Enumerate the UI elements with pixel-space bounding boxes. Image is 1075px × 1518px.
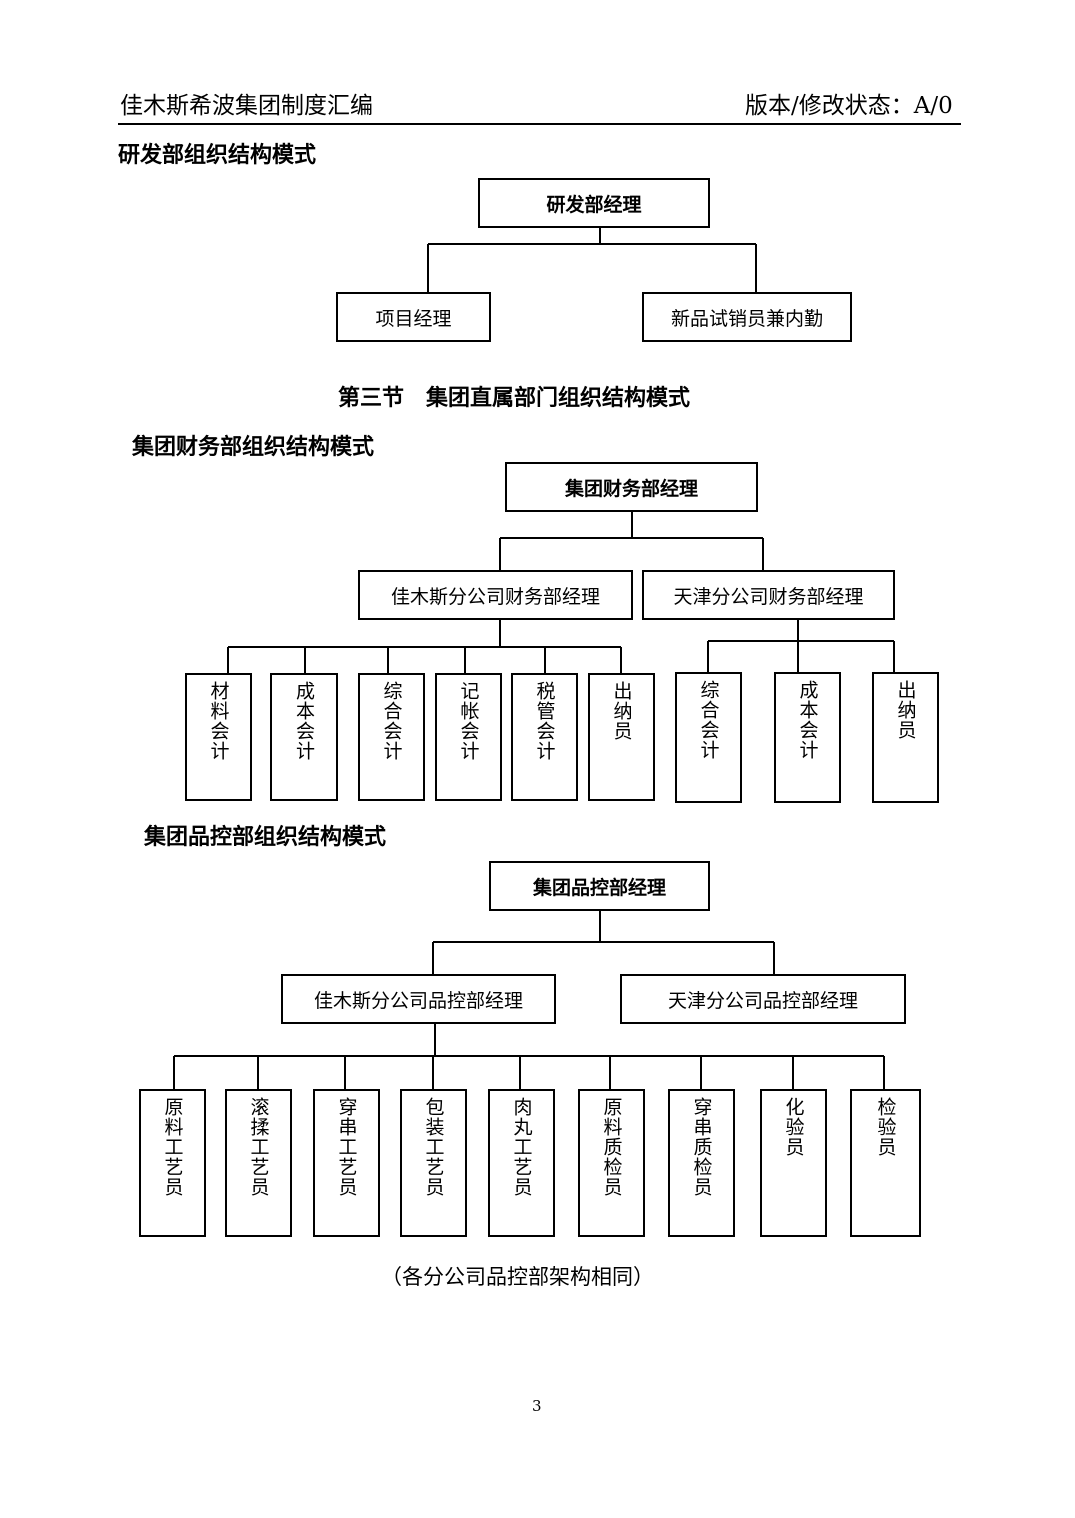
qc-staff-box: 检验员 (850, 1089, 921, 1237)
finance-tj-staff-box: 综合会计 (675, 672, 742, 803)
qc-staff-box: 穿串质检员 (668, 1089, 735, 1237)
finance-jms-staff-box: 税管会计 (511, 673, 578, 801)
rd-manager-box: 研发部经理 (478, 178, 710, 228)
finance-manager-box: 集团财务部经理 (505, 462, 758, 512)
staff-label: 综合会计 (697, 680, 720, 760)
staff-label: 滚揉工艺员 (247, 1097, 270, 1197)
finance-jms-staff-box: 材料会计 (185, 673, 252, 801)
staff-label: 材料会计 (207, 681, 230, 761)
staff-label: 成本会计 (293, 681, 315, 761)
doc-header-version: 版本/修改状态：A/0 (745, 93, 953, 119)
staff-label: 肉丸工艺员 (510, 1097, 533, 1197)
section-title: 第三节 集团直属部门组织结构模式 (338, 386, 691, 411)
finance-jms-manager-box: 佳木斯分公司财务部经理 (358, 570, 633, 620)
finance-heading: 集团财务部组织结构模式 (132, 435, 375, 460)
staff-label: 记帐会计 (457, 681, 480, 761)
qc-jms-manager-box: 佳木斯分公司品控部经理 (281, 974, 556, 1024)
qc-staff-box: 滚揉工艺员 (225, 1089, 292, 1237)
staff-label: 税管会计 (533, 681, 556, 761)
finance-jms-staff-box: 记帐会计 (435, 673, 502, 801)
staff-label: 穿串质检员 (690, 1097, 713, 1197)
finance-tj-staff-box: 出纳员 (872, 672, 939, 803)
staff-label: 化验员 (782, 1097, 805, 1157)
rd-trial-sales-box: 新品试销员兼内勤 (642, 292, 852, 342)
staff-label: 综合会计 (380, 681, 403, 761)
finance-jms-staff-box: 出纳员 (588, 673, 655, 801)
qc-staff-box: 肉丸工艺员 (488, 1089, 555, 1237)
staff-label: 原料质检员 (600, 1097, 623, 1197)
qc-staff-box: 原料质检员 (578, 1089, 645, 1237)
rd-heading: 研发部组织结构模式 (118, 143, 317, 168)
qc-heading: 集团品控部组织结构模式 (144, 825, 387, 850)
page-number: 3 (532, 1397, 542, 1415)
staff-label: 穿串工艺员 (335, 1097, 358, 1197)
finance-jms-staff-box: 综合会计 (358, 673, 425, 801)
staff-label: 原料工艺员 (161, 1097, 184, 1197)
staff-label: 出纳员 (610, 681, 633, 741)
qc-note: （各分公司品控部架构相同） (381, 1265, 654, 1289)
staff-label: 检验员 (874, 1097, 897, 1157)
header-rule (118, 123, 961, 125)
qc-staff-box: 原料工艺员 (139, 1089, 206, 1237)
qc-manager-box: 集团品控部经理 (489, 861, 710, 911)
staff-label: 包装工艺员 (422, 1097, 445, 1197)
finance-jms-staff-box: 成本会计 (270, 673, 338, 801)
doc-header-title: 佳木斯希波集团制度汇编 (120, 93, 373, 119)
qc-staff-box: 穿串工艺员 (313, 1089, 380, 1237)
qc-staff-box: 化验员 (760, 1089, 827, 1237)
staff-label: 成本会计 (796, 680, 819, 760)
finance-tj-manager-box: 天津分公司财务部经理 (642, 570, 895, 620)
rd-project-manager-box: 项目经理 (336, 292, 491, 342)
qc-tj-manager-box: 天津分公司品控部经理 (620, 974, 906, 1024)
finance-tj-staff-box: 成本会计 (774, 672, 841, 803)
qc-staff-box: 包装工艺员 (400, 1089, 467, 1237)
staff-label: 出纳员 (894, 680, 917, 740)
